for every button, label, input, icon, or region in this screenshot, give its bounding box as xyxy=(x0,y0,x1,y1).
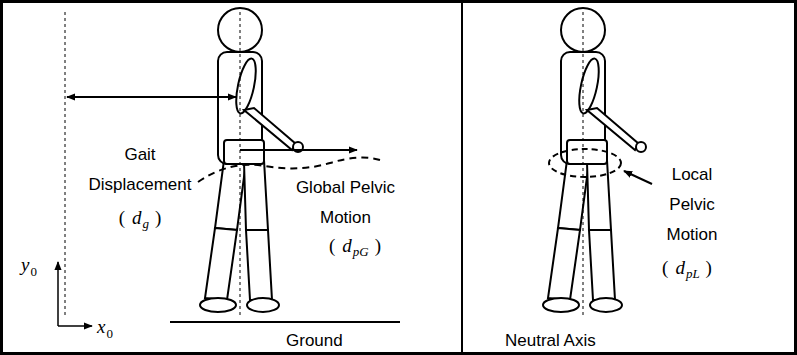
label-text: Gait Displacement xyxy=(89,145,192,194)
label-group: ( dpG) xyxy=(300,231,410,267)
subscript: g xyxy=(143,216,150,231)
bracket: ) xyxy=(706,257,712,278)
label-group: Ground xyxy=(286,326,376,355)
axis-name: x xyxy=(97,316,105,337)
gait-arrow xyxy=(67,96,236,98)
neutral-axis xyxy=(583,12,584,318)
subscript: pL xyxy=(686,266,700,281)
x-axis xyxy=(58,325,92,327)
label-group: Global Pelvic Motion xyxy=(283,173,408,233)
label-text: Global Pelvic Motion xyxy=(296,178,395,227)
bracket: ) xyxy=(375,235,381,256)
label-group: x0 xyxy=(96,312,126,349)
subscript: 0 xyxy=(106,326,113,341)
bracket: ( xyxy=(329,235,335,256)
symbol: d xyxy=(342,235,352,256)
label-group: Gait Displacement xyxy=(80,140,200,200)
body-axis xyxy=(240,12,241,318)
bracket: ( xyxy=(662,257,668,278)
bracket: ( xyxy=(119,207,125,228)
y-axis xyxy=(57,262,59,326)
subscript: 0 xyxy=(30,264,37,279)
subscript: pG xyxy=(353,244,369,259)
ground-line xyxy=(170,321,400,323)
label-group: Local Pelvic Motion xyxy=(652,160,732,250)
pelvic-ellipse xyxy=(549,149,621,177)
label-group: ( dpL) xyxy=(637,253,737,289)
symbol: d xyxy=(132,207,142,228)
standing-figure xyxy=(543,8,646,312)
pelvic-arrow xyxy=(240,149,357,151)
label-text: Ground xyxy=(286,331,343,350)
label-text: Local Pelvic Motion xyxy=(666,165,717,244)
axis-name: y xyxy=(21,254,29,275)
label-group: Neutral Axis xyxy=(505,326,635,355)
symbol: d xyxy=(675,257,685,278)
panel-divider xyxy=(461,2,463,353)
walking-figure xyxy=(200,8,303,312)
label-group: ( dg) xyxy=(80,203,200,239)
reference-axis xyxy=(65,12,66,318)
label-text: Neutral Axis xyxy=(505,331,596,350)
label-group: y0 xyxy=(20,250,50,287)
pointer-arrow xyxy=(624,171,652,184)
bracket: ) xyxy=(155,207,161,228)
